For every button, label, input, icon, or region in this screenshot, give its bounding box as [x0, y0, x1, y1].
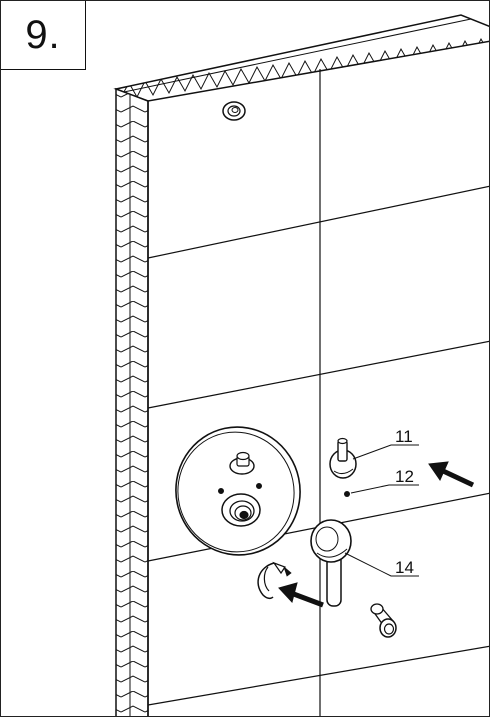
- cartridge: [221, 493, 261, 527]
- screw-icon: [256, 483, 262, 489]
- wall-top-edge: [113, 14, 489, 102]
- wall-outlet-top: [222, 101, 246, 121]
- wall-outlet-bottom: [370, 603, 397, 638]
- diverter-knob: [229, 451, 255, 475]
- callout-11: 11: [395, 427, 413, 446]
- tile-grid: [147, 69, 489, 716]
- callout-12: 12: [395, 467, 414, 486]
- part-14-lever-handle: [310, 519, 352, 607]
- push-arrow-icon: [428, 461, 475, 488]
- leader-lines: [344, 444, 419, 577]
- screw-icon: [218, 488, 224, 494]
- callout-14: 14: [395, 558, 414, 577]
- wall-side-edge: [115, 87, 149, 716]
- step-number-box: 9.: [1, 1, 86, 70]
- step-number: 9.: [25, 12, 61, 57]
- mixer-cover-plate: [175, 426, 301, 556]
- part-11-diverter-handle: [329, 437, 357, 479]
- rotate-clockwise-icon: [257, 561, 292, 600]
- part-12-grub-screw: [344, 491, 350, 497]
- push-arrow-icon: [278, 582, 324, 608]
